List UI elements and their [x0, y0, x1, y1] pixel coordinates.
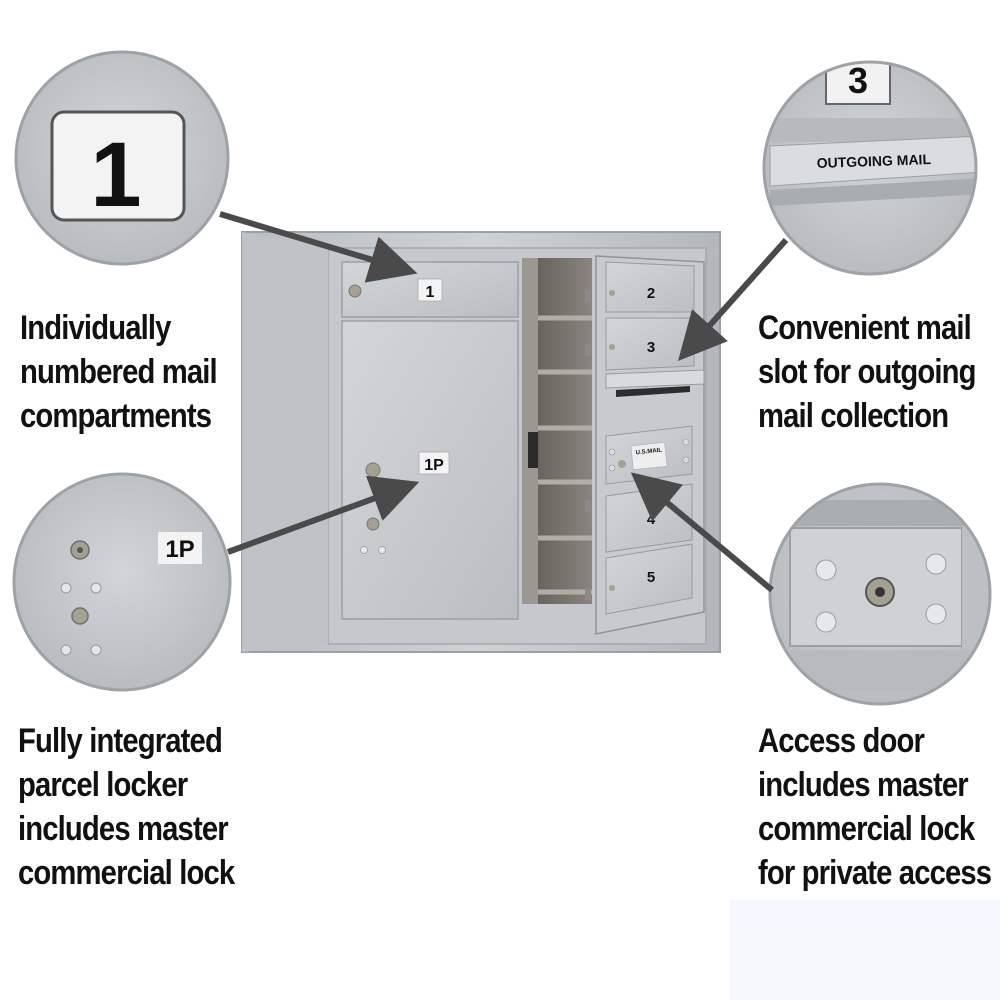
arrow-to-parcel-locker	[226, 475, 420, 555]
door-label-5: 5	[647, 569, 655, 586]
caption-line: commercial lock	[18, 854, 235, 892]
arrow-to-access-lock	[630, 472, 774, 593]
usmail-label: U.S.MAIL	[635, 448, 662, 457]
door-label-3: 3	[647, 339, 655, 356]
caption-parcel-locker: Fully integrated parcel locker includes …	[18, 719, 235, 895]
badge-number-1: 1	[90, 124, 141, 226]
caption-line: slot for outgoing	[758, 353, 976, 391]
corner-background	[730, 900, 1000, 1000]
callout-arrows	[219, 211, 789, 593]
caption-line: includes master	[758, 766, 969, 804]
caption-line: Convenient mail	[758, 309, 972, 347]
caption-line: Access door	[758, 722, 925, 760]
caption-line: Individually	[20, 309, 171, 347]
caption-line: commercial lock	[758, 810, 975, 848]
callout-circle-outgoing-slot: 3 OUTGOING MAIL	[762, 60, 978, 276]
caption-line: compartments	[20, 397, 212, 435]
callout-circle-parcel-lock: 1P	[12, 472, 232, 692]
door-label-2: 2	[647, 285, 655, 302]
caption-outgoing-slot: Convenient mail slot for outgoing mail c…	[758, 306, 976, 438]
outgoing-mail-label: OUTGOING MAIL	[816, 151, 931, 171]
caption-numbered-compartments: Individually numbered mail compartments	[20, 306, 218, 438]
badge-number-3: 3	[848, 60, 868, 101]
door-label-4: 4	[647, 511, 656, 528]
caption-line: Fully integrated	[18, 722, 223, 760]
callout-circle-access-lock	[768, 482, 992, 706]
door-label-1p: 1P	[424, 457, 444, 474]
callout-circle-number: 1	[14, 50, 230, 266]
caption-line: mail collection	[758, 397, 949, 435]
caption-line: numbered mail	[20, 353, 218, 391]
caption-line: for private access	[758, 854, 992, 892]
mailbox-unit: 1 1P 2 3	[241, 231, 721, 653]
caption-line: parcel locker	[18, 766, 188, 804]
door-label-1: 1	[426, 284, 435, 301]
arrow-to-outgoing-slot	[678, 238, 789, 361]
caption-line: includes master	[18, 810, 229, 848]
caption-access-door: Access door includes master commercial l…	[758, 719, 992, 895]
arrow-to-door-1	[219, 211, 418, 283]
badge-1p: 1P	[165, 536, 194, 563]
